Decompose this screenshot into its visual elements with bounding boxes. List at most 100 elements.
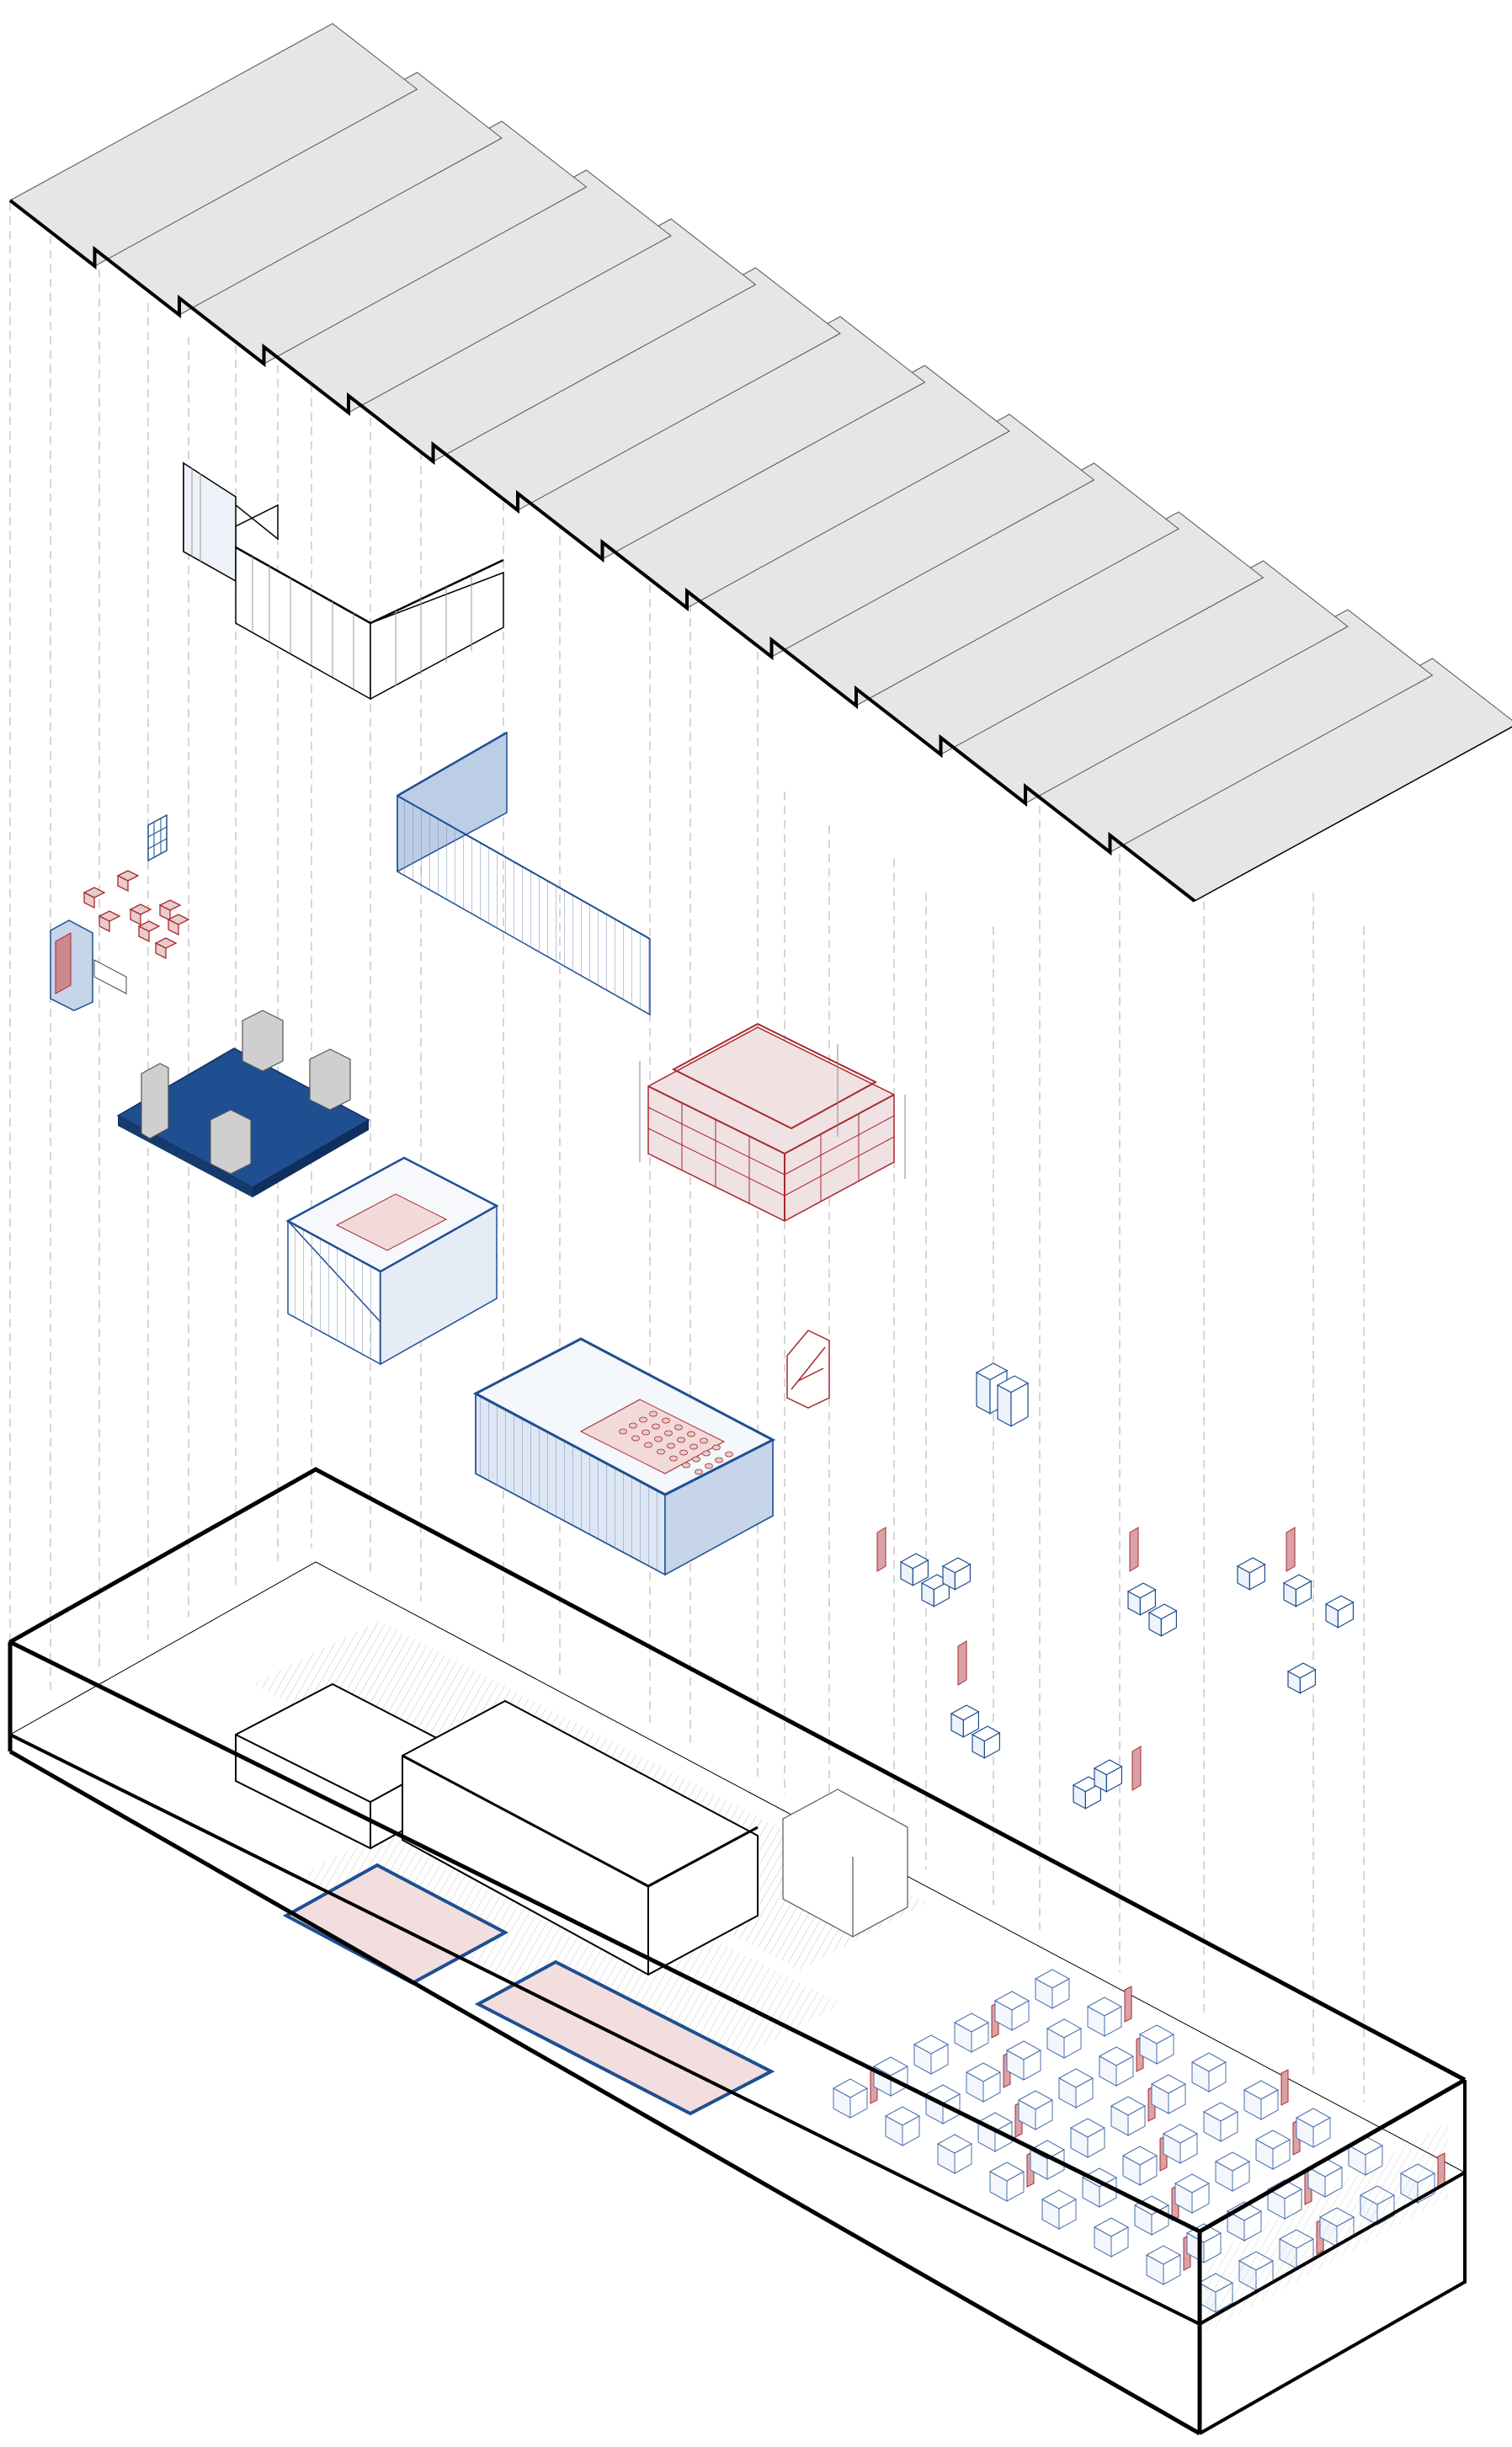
auditorium-seat (619, 1428, 627, 1435)
floor-shelf-unit (1034, 1969, 1071, 2009)
shelf-side (976, 1371, 991, 1415)
red-stair-frame (786, 1330, 830, 1409)
floor-shelf-front (994, 2121, 1013, 2152)
shelf-unit (1236, 1557, 1266, 1591)
auditorium-seat (682, 1462, 690, 1469)
auditorium-seat (702, 1450, 711, 1457)
auditorium-seat (657, 1448, 665, 1455)
floor-shelf-unit (1029, 2140, 1066, 2180)
floor-shelf-front (902, 2115, 920, 2146)
shelf-unit (1282, 1574, 1312, 1607)
partition-walls (183, 461, 504, 701)
roof-end-edge (1194, 726, 1512, 902)
blue-stage-platform (116, 1010, 370, 1197)
floor-shelf-unit (1243, 2069, 1289, 2120)
floor-shelf-unit (1145, 2234, 1191, 2285)
shelf-unit (899, 1553, 929, 1586)
shelf-front (1299, 1668, 1317, 1694)
shelf-unit (996, 1375, 1030, 1427)
floor-shelf-unit (1150, 2074, 1187, 2114)
auditorium-seat (695, 1469, 703, 1475)
floor-shelf-front (954, 2143, 972, 2174)
floor-shelf-front (1058, 2199, 1077, 2230)
floor-shelf-front (1312, 2117, 1331, 2148)
auditorium-seat (644, 1442, 652, 1448)
cabinet-unit (50, 920, 127, 1011)
auditorium-seat (667, 1442, 675, 1449)
floor-shelf-front (982, 2071, 1001, 2103)
floor-red-panel (1280, 2069, 1289, 2106)
floor-shelf-front (1191, 2183, 1210, 2214)
red-chairs (83, 870, 190, 960)
storage-shelving (876, 1362, 1355, 1810)
auditorium-seat (725, 1451, 733, 1458)
chair-leg (98, 914, 110, 933)
auditorium-seat (654, 1436, 663, 1442)
floor-shelf-front (930, 2044, 949, 2075)
floor-shelf-unit (1202, 2102, 1239, 2142)
floor-shelf-front (1139, 2155, 1158, 2186)
auditorium-seat (649, 1410, 658, 1417)
floor-shelf-front (849, 2087, 868, 2119)
chair-leg (138, 925, 150, 943)
shelf-front (1337, 1601, 1355, 1629)
floor-shelf-unit (1162, 2124, 1199, 2164)
floor-shelf-unit (936, 2134, 973, 2174)
auditorium-seat (689, 1443, 698, 1450)
shelf-front (962, 1710, 980, 1738)
shelf-unit (941, 1557, 972, 1591)
auditorium-seat (705, 1463, 713, 1469)
floor-shelf-unit (1214, 2151, 1251, 2192)
chair-leg (130, 908, 141, 926)
floor-shelf-unit (1005, 2040, 1042, 2081)
auditorium-seat (652, 1423, 660, 1430)
floor-shelf-unit (1069, 2118, 1106, 2158)
shelf-unit (1286, 1662, 1317, 1694)
floor-shelf-front (1208, 2061, 1227, 2092)
floor-red-panel (1124, 1986, 1132, 2023)
floor-shelf-unit (884, 2106, 921, 2146)
shelf-unit (950, 1704, 980, 1738)
auditorium-box (472, 1337, 776, 1576)
red-panel (1131, 1746, 1142, 1791)
floor-shelf-front (1011, 2000, 1030, 2031)
red-panel (1286, 1527, 1296, 1572)
shelf-front (1248, 1563, 1266, 1591)
floor-shelf-front (1104, 2006, 1122, 2037)
floor-shelf-front (1110, 2226, 1129, 2258)
red-panel (876, 1527, 886, 1572)
auditorium-seat (700, 1437, 708, 1444)
floor-shelf-front (1006, 2171, 1025, 2202)
floor-shelf-front (1179, 2133, 1198, 2164)
auditorium-seat (629, 1422, 637, 1429)
auditorium-seat (664, 1430, 673, 1437)
floor-shelf-unit (1086, 1986, 1132, 2037)
floor-shelf-unit (1017, 2090, 1054, 2130)
floor-shelf-front (1156, 2034, 1174, 2065)
floor-shelf-front (1115, 2055, 1134, 2087)
shelf-unit (1126, 1582, 1157, 1616)
floor-shelf-front (1272, 2139, 1291, 2170)
floor-shelf-unit (913, 2034, 950, 2075)
floor-shelf-front (1051, 1978, 1070, 2009)
red-panel (1129, 1527, 1139, 1572)
shelf-front (912, 1559, 929, 1586)
shelf-front (1295, 1580, 1312, 1607)
auditorium-seat (669, 1455, 678, 1462)
furniture-kit (50, 813, 190, 1011)
floor-shelf-front (1260, 2089, 1279, 2120)
ground-floor-plan (8, 1467, 1467, 2436)
restroom-core (782, 1789, 908, 1938)
floor-shelf-unit (1046, 2018, 1083, 2059)
floor-shelf-front (1035, 2099, 1053, 2130)
auditorium-seats (619, 1410, 733, 1475)
floor-shelf-front (1168, 2083, 1186, 2114)
auditorium-seat (679, 1449, 688, 1456)
shelf-front (1139, 1588, 1157, 1616)
red-scaffold-structure (639, 1022, 906, 1409)
meeting-box (285, 1156, 499, 1366)
floor-shelf-front (1075, 2077, 1094, 2108)
floor-shelf-front (1232, 2161, 1250, 2192)
